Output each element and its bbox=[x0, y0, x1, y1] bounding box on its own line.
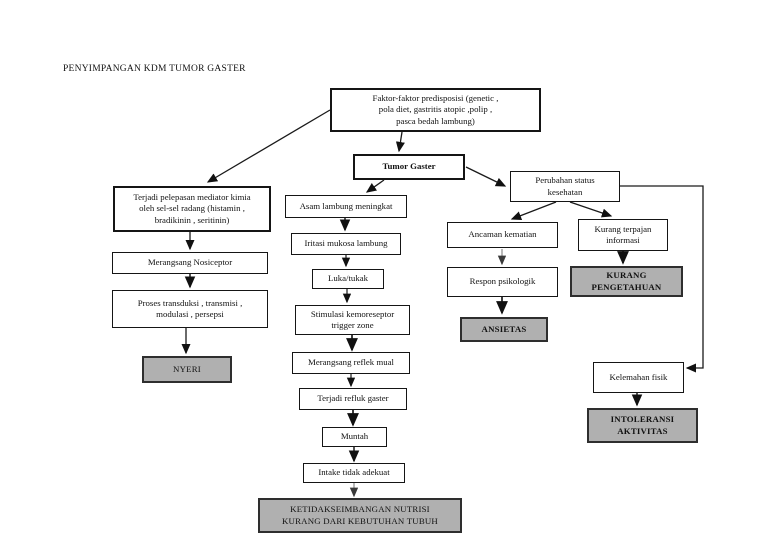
node-iritasi-mukosa: Iritasi mukosa lambung bbox=[291, 233, 401, 255]
node-stimulasi-kemoreseptor: Stimulasi kemoreseptor trigger zone bbox=[295, 305, 410, 335]
node-muntah: Muntah bbox=[322, 427, 387, 447]
node-luka-tukak: Luka/tukak bbox=[312, 269, 384, 289]
node-tumor-gaster: Tumor Gaster bbox=[353, 154, 465, 180]
node-asam-lambung: Asam lambung meningkat bbox=[285, 195, 407, 218]
node-intake-tidak-adekuat: Intake tidak adekuat bbox=[303, 463, 405, 483]
node-kelemahan-fisik: Kelemahan fisik bbox=[593, 362, 684, 393]
node-proses-transduksi: Proses transduksi , transmisi , modulasi… bbox=[112, 290, 268, 328]
arrow-perubahan-to-ancaman bbox=[510, 201, 557, 220]
arrow-faktor-to-tumor bbox=[395, 131, 405, 153]
node-ansietas: ANSIETAS bbox=[460, 317, 548, 342]
arrow-tumor-to-perubahan bbox=[465, 166, 507, 187]
node-faktor-predisposisi: Faktor-faktor predisposisi (genetic , po… bbox=[330, 88, 541, 132]
node-merangsang-nosiceptor: Merangsang Nosiceptor bbox=[112, 252, 268, 274]
node-kurang-pengetahuan: KURANG PENGETAHUAN bbox=[570, 266, 683, 297]
node-respon-psikologik: Respon psikologik bbox=[447, 267, 558, 297]
node-kurang-terpajan: Kurang terpajan informasi bbox=[578, 219, 668, 251]
arrow-faktor-to-pelepasan bbox=[206, 109, 331, 183]
arrow-tumor-to-asam bbox=[365, 179, 385, 193]
node-intoleransi-aktivitas: INTOLERANSI AKTIVITAS bbox=[587, 408, 698, 443]
node-ketidakseimbangan-nutrisi: KETIDAKSEIMBANGAN NUTRISI KURANG DARI KE… bbox=[258, 498, 462, 533]
node-nyeri: NYERI bbox=[142, 356, 232, 383]
node-pelepasan-mediator: Terjadi pelepasan mediator kimia oleh se… bbox=[113, 186, 271, 232]
node-ancaman-kematian: Ancaman kematian bbox=[447, 222, 558, 248]
node-terjadi-refluk-gaster: Terjadi refluk gaster bbox=[299, 388, 407, 410]
node-merangsang-reflek-mual: Merangsang reflek mual bbox=[292, 352, 410, 374]
node-perubahan-status: Perubahan status kesehatan bbox=[510, 171, 620, 202]
page-title: PENYIMPANGAN KDM TUMOR GASTER bbox=[63, 64, 246, 74]
arrow-perubahan-to-kurang-terpajan bbox=[569, 201, 613, 218]
